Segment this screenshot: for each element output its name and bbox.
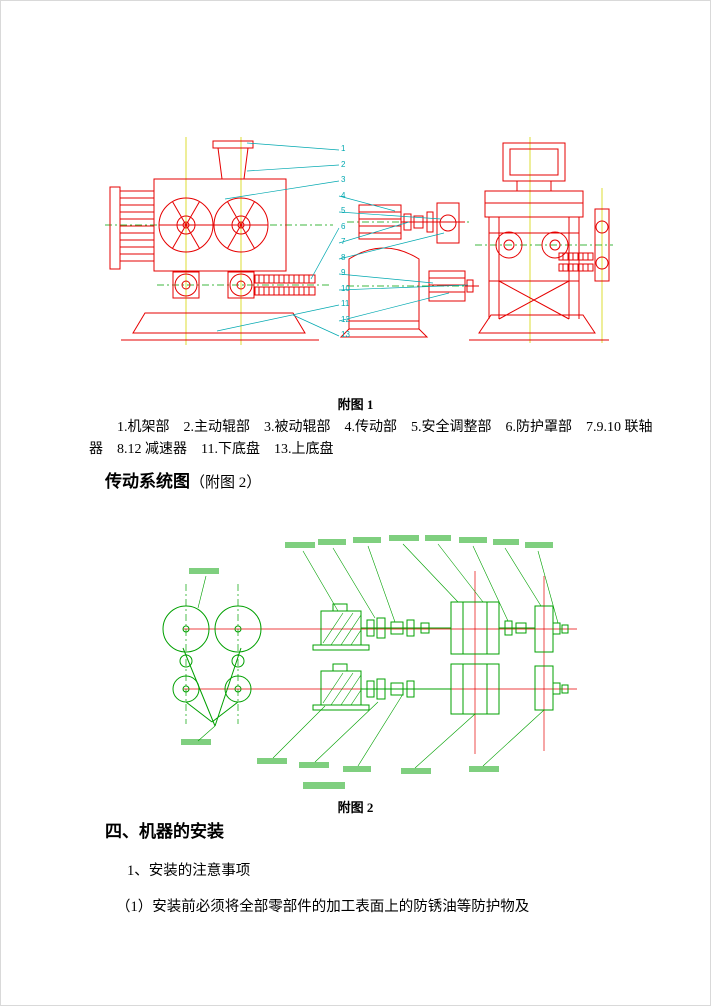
callout-label: 4: [341, 191, 346, 200]
callout-label: 6: [341, 222, 346, 231]
drive-system-heading: 传动系统图（附图 2）: [105, 467, 261, 492]
parts-list-line-1: 1.机架部 2.主动辊部 3.被动辊部 4.传动部 5.安全调整部 6.防护罩部…: [117, 420, 653, 435]
callout-label: 11: [341, 299, 350, 308]
callout-label: 9: [341, 268, 346, 277]
callout-label: 7: [341, 237, 346, 246]
callout-label: 8: [341, 253, 346, 262]
callout-label: 3: [341, 175, 346, 184]
figure-2-drawing: [162, 535, 577, 789]
callout-label: 13: [341, 330, 350, 339]
figure-2-caption: 附图 2: [337, 800, 374, 815]
install-paragraph-1: （1）安装前必须将全部零部件的加工表面上的防锈油等防护物及: [116, 899, 530, 915]
figure-1-drawing: [105, 137, 613, 345]
figure-1-caption: 附图 1: [337, 397, 374, 412]
callout-label: 12: [341, 315, 350, 324]
install-section-heading: 四、机器的安装: [105, 822, 224, 841]
callout-label: 2: [341, 160, 346, 169]
install-item-1: 1、安装的注意事项: [127, 863, 251, 879]
callout-label: 10: [341, 284, 350, 293]
callout-label: 5: [341, 206, 346, 215]
callout-label: 1: [341, 144, 346, 153]
figure-1: 1 2 3 4 5 6 7 8 9 10 11 12 13: [97, 133, 617, 368]
figure-2: [153, 526, 593, 796]
drive-system-title-suffix: （附图 2）: [190, 475, 262, 491]
parts-list-line-2: 器 8.12 减速器 11.下底盘 13.上底盘: [89, 442, 334, 457]
parts-list: 1.机架部 2.主动辊部 3.被动辊部 4.传动部 5.安全调整部 6.防护罩部…: [89, 417, 653, 461]
drive-system-title: 传动系统图: [105, 472, 190, 491]
